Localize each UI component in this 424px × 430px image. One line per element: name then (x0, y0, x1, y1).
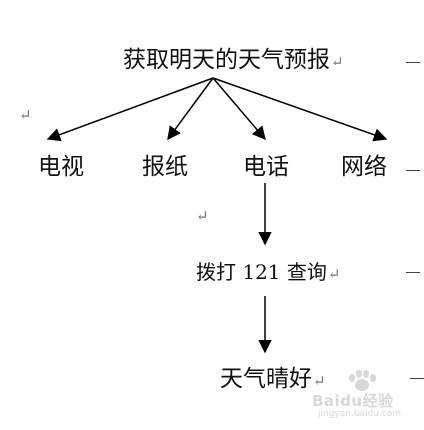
watermark: Baidu经验 jingyan.baidu.com (312, 370, 418, 422)
paragraph-mark-icon: ↵ (327, 265, 341, 283)
step-label: 拨打 121 查询 (196, 260, 327, 284)
source-label-tv: 电视 (38, 154, 84, 180)
root-node: 获取明天的天气预报↵ (123, 49, 344, 72)
result-label: 天气晴好 (220, 366, 312, 392)
source-label-newspaper: 报纸 (142, 154, 188, 180)
margin-dash (406, 170, 420, 171)
result-node: 天气晴好↵ (220, 368, 326, 391)
paragraph-mark-icon: ↵ (313, 372, 326, 390)
paragraph-mark-icon: ↵ (196, 207, 209, 225)
source-label-phone: 电话 (243, 154, 289, 180)
margin-dash (406, 272, 420, 273)
watermark-text: Baidu经验 (312, 392, 394, 410)
source-node-newspaper: 报纸 (142, 156, 188, 179)
margin-dash (406, 62, 420, 63)
paragraph-mark-icon: ↵ (19, 106, 32, 124)
paragraph-mark-icon: ↵ (331, 53, 344, 71)
source-node-network: 网络 (341, 156, 387, 179)
arrow-root-to-phone (212, 77, 266, 141)
source-node-tv: 电视 (38, 156, 84, 179)
step-node: 拨打 121 查询↵ (196, 262, 340, 282)
arrow-root-to-tv (46, 77, 214, 142)
margin-dash (410, 378, 424, 379)
source-label-network: 网络 (341, 154, 387, 180)
paw-logo-icon (349, 370, 376, 391)
watermark-subtext: jingyan.baidu.com (318, 409, 402, 419)
arrow-root-to-newspaper (167, 77, 214, 141)
arrow-root-to-network (212, 77, 388, 142)
source-node-phone: 电话 (243, 156, 289, 179)
root-label: 获取明天的天气预报 (123, 47, 330, 73)
